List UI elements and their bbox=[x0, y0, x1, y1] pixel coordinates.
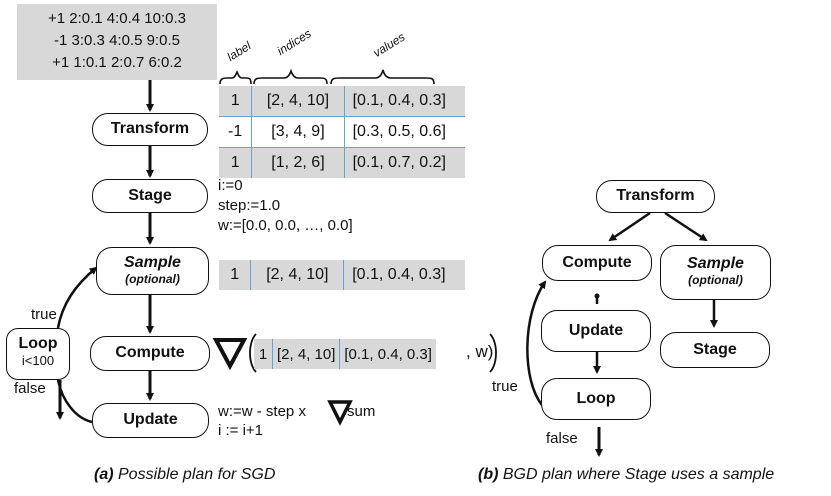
brace-values bbox=[330, 69, 435, 85]
cell-indices: [2, 4, 10] bbox=[251, 86, 345, 117]
arrow-loop-true-to-sample bbox=[56, 266, 98, 329]
node-label: Stage bbox=[128, 187, 172, 204]
stage-note: i:=0 bbox=[218, 177, 243, 194]
gradient-suffix: , w) bbox=[466, 342, 494, 361]
caption-b-tag: (b) bbox=[478, 466, 499, 483]
table-row: 1 [2, 4, 10] [0.1, 0.4, 0.3] bbox=[219, 260, 465, 290]
cell-values: [0.1, 0.4, 0.3] bbox=[343, 260, 465, 290]
node-label: Transform bbox=[616, 187, 695, 204]
node-loop: Loop i<100 bbox=[6, 328, 70, 380]
nabla-small-icon bbox=[327, 400, 353, 426]
cell-label: 1 bbox=[219, 86, 253, 117]
cell-label: -1 bbox=[219, 116, 253, 148]
true-label: true bbox=[31, 306, 57, 323]
table-row: 1 [2, 4, 10] [0.1, 0.4, 0.3] bbox=[254, 339, 436, 369]
node-label: Stage bbox=[693, 341, 737, 358]
false-label: false bbox=[14, 380, 46, 397]
table-row: -1 [3, 4, 9] [0.3, 0.5, 0.6] bbox=[219, 116, 465, 148]
stage-note: step:=1.0 bbox=[218, 197, 281, 214]
node-label: Loop bbox=[576, 390, 616, 407]
cell-indices: [2, 4, 10] bbox=[272, 339, 341, 369]
arrow-r-loop-true-to-compute bbox=[526, 280, 547, 406]
node-r-loop: Loop bbox=[541, 378, 651, 420]
node-update: Update bbox=[92, 403, 209, 438]
cell-label: 1 bbox=[219, 147, 253, 178]
caption-b-text: BGD plan where Stage uses a sample bbox=[498, 466, 775, 483]
data-table: 1 [2, 4, 10] [0.1, 0.4, 0.3] -1 [3, 4, 9… bbox=[219, 86, 465, 178]
node-sample: Sample (optional) bbox=[96, 247, 209, 295]
node-label: Loop bbox=[18, 335, 58, 352]
node-r-stage: Stage bbox=[660, 332, 770, 368]
cell-values: [0.1, 0.4, 0.3] bbox=[339, 339, 436, 369]
cell-label: 1 bbox=[219, 260, 252, 290]
r-false-label: false bbox=[546, 430, 578, 447]
table-row: 1 [2, 4, 10] [0.1, 0.4, 0.3] bbox=[219, 86, 465, 117]
r-true-label: true bbox=[492, 378, 518, 395]
node-r-update: Update bbox=[541, 310, 651, 352]
nabla-icon bbox=[212, 338, 248, 371]
caption-a-tag: (a) bbox=[94, 466, 114, 483]
arrow-update-to-loop bbox=[56, 379, 93, 424]
arrow-r-transform-to-sample bbox=[664, 211, 708, 242]
node-label: Update bbox=[123, 411, 178, 428]
caption-a: (a) Possible plan for SGD bbox=[94, 466, 275, 484]
gradient-row-table: 1 [2, 4, 10] [0.1, 0.4, 0.3] bbox=[254, 339, 436, 369]
input-line: -1 3:0.3 4:0.5 9:0.5 bbox=[54, 32, 180, 49]
node-r-transform: Transform bbox=[596, 180, 715, 213]
node-transform: Transform bbox=[92, 113, 208, 146]
input-line: +1 1:0.1 2:0.7 6:0.2 bbox=[52, 54, 182, 71]
cell-values: [0.3, 0.5, 0.6] bbox=[344, 116, 465, 148]
node-label: Update bbox=[568, 322, 624, 339]
update-note-prefix: w:=w - step x bbox=[218, 403, 306, 420]
brace-label bbox=[219, 70, 252, 85]
node-label: Sample bbox=[124, 254, 181, 271]
node-label: Compute bbox=[562, 254, 632, 271]
node-r-sample: Sample (optional) bbox=[660, 245, 771, 300]
cell-indices: [3, 4, 9] bbox=[251, 116, 345, 148]
update-note-line2: i := i+1 bbox=[218, 422, 264, 439]
node-condition: i<100 bbox=[21, 353, 55, 368]
node-label: Sample bbox=[687, 255, 744, 272]
input-line: +1 2:0.1 4:0.4 10:0.3 bbox=[47, 10, 187, 27]
stage-note: w:=[0.0, 0.0, …, 0.0] bbox=[218, 217, 353, 234]
cell-values: [0.1, 0.4, 0.3] bbox=[344, 86, 465, 117]
cell-indices: [1, 2, 6] bbox=[251, 147, 345, 178]
update-note-suffix: sum bbox=[347, 403, 376, 420]
cell-label: 1 bbox=[254, 339, 273, 369]
node-stage: Stage bbox=[92, 179, 208, 213]
caption-b: (b) BGD plan where Stage uses a sample bbox=[478, 466, 774, 484]
cell-indices: [2, 4, 10] bbox=[250, 260, 345, 290]
node-compute: Compute bbox=[90, 336, 210, 371]
arrow-r-transform-to-compute bbox=[608, 211, 651, 242]
cell-values: [0.1, 0.7, 0.2] bbox=[344, 147, 465, 178]
table-row: 1 [1, 2, 6] [0.1, 0.7, 0.2] bbox=[219, 147, 465, 178]
input-data-box: +1 2:0.1 4:0.4 10:0.3 -1 3:0.3 4:0.5 9:0… bbox=[17, 4, 217, 80]
close-paren bbox=[489, 333, 497, 373]
sample-row-table: 1 [2, 4, 10] [0.1, 0.4, 0.3] bbox=[219, 260, 465, 290]
node-label: Transform bbox=[110, 120, 190, 137]
brace-indices bbox=[253, 68, 328, 85]
node-label: Compute bbox=[115, 344, 185, 361]
caption-a-text: Possible plan for SGD bbox=[113, 466, 276, 483]
node-r-compute: Compute bbox=[542, 245, 652, 281]
node-sublabel: (optional) bbox=[125, 272, 180, 286]
node-sublabel: (optional) bbox=[688, 273, 743, 287]
open-paren bbox=[249, 333, 257, 373]
